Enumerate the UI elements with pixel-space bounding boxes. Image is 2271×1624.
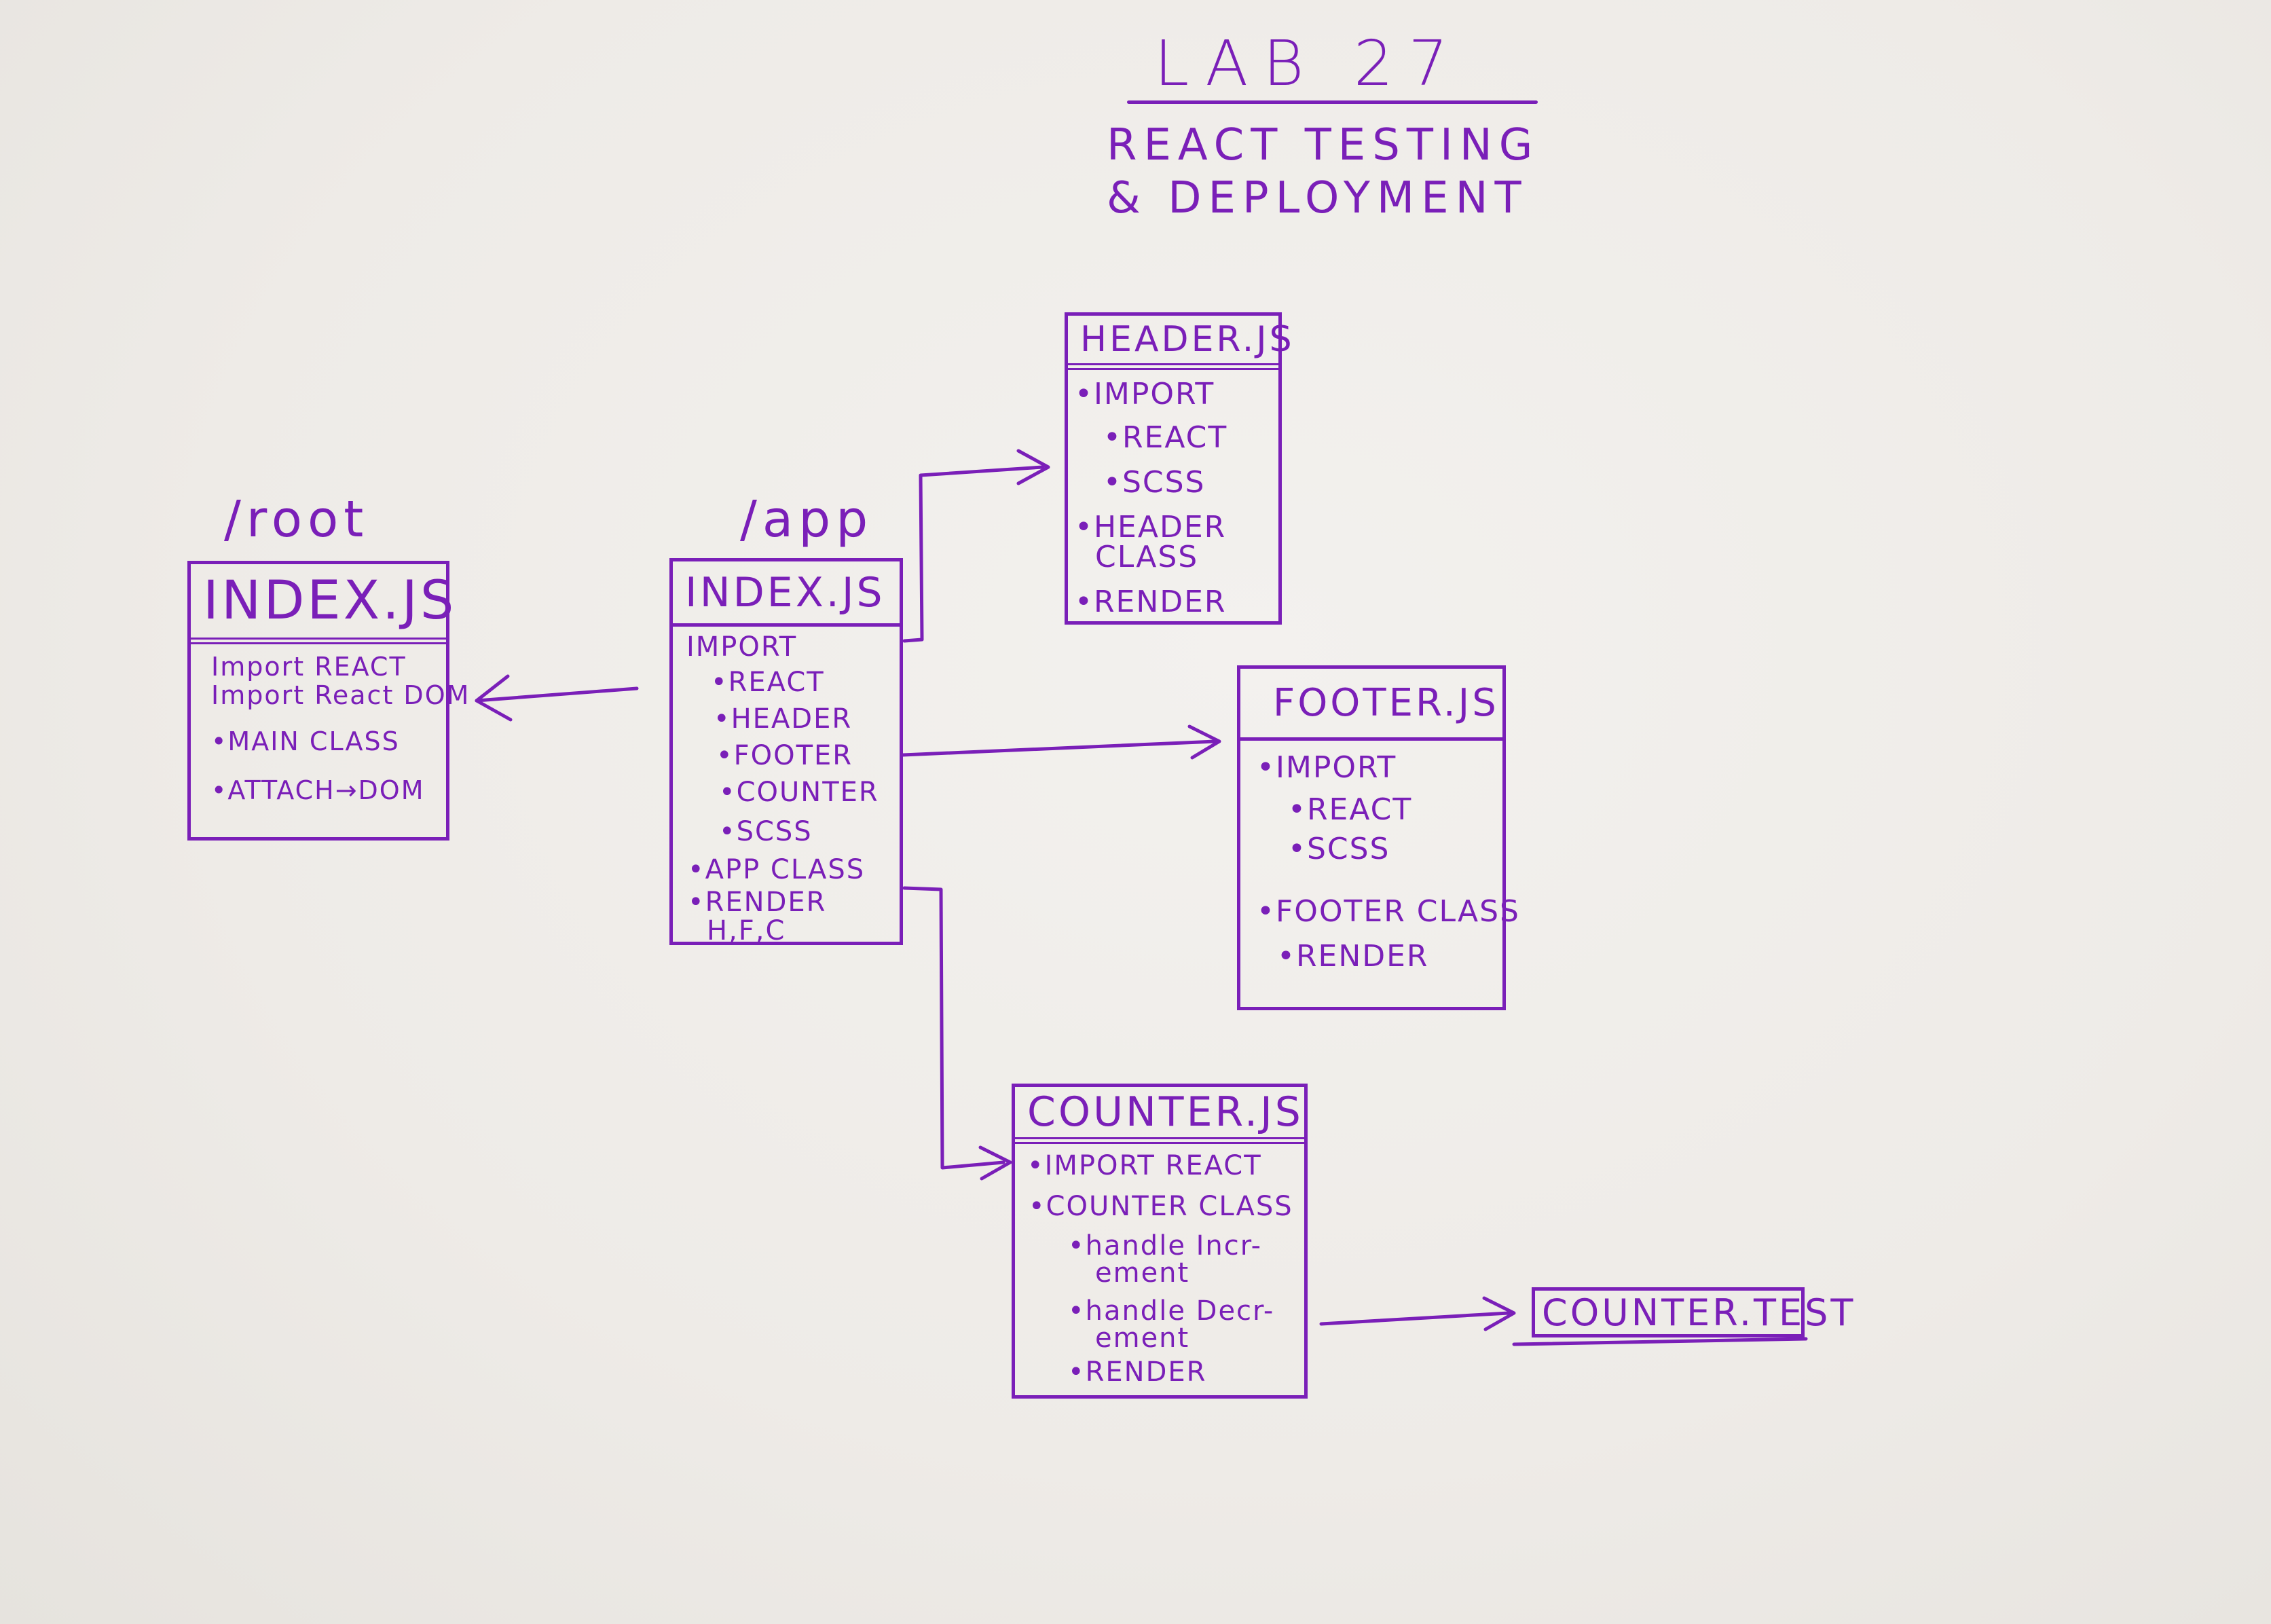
header-title: HEADER.JS	[1068, 316, 1292, 370]
list-item: •IMPORT	[1075, 377, 1215, 411]
root-index-title: INDEX.JS	[191, 564, 454, 644]
header-box: HEADER.JS •IMPORT •REACT •SCSS •HEADER C…	[1065, 312, 1292, 625]
list-item: •RENDER	[1277, 939, 1429, 974]
counter-box: COUNTER.JS •IMPORT REACT •COUNTER CLASS …	[1012, 1084, 1308, 1399]
list-item: •COUNTER	[719, 777, 879, 808]
arrowhead-test	[1482, 1296, 1516, 1331]
arrow-app-to-counter	[902, 886, 1005, 1170]
diagram-subtitle: REACT TESTING & DEPLOYMENT	[1107, 119, 1539, 225]
counter-title: COUNTER.JS	[1015, 1087, 1304, 1144]
root-folder-label: /root	[224, 490, 369, 549]
root-index-box: INDEX.JS Import REACT Import React DOM •…	[187, 561, 470, 841]
list-item: •handle Decr-	[1068, 1295, 1275, 1327]
footer-title: FOOTER.JS	[1240, 669, 1502, 741]
arrow-app-to-header	[902, 465, 1045, 643]
list-item: •handle Incr-	[1068, 1230, 1263, 1261]
list-item: Import REACT	[211, 652, 407, 682]
list-item: ement	[1095, 1257, 1190, 1289]
counter-test-box: COUNTER.TEST	[1532, 1287, 1856, 1337]
app-index-box: INDEX.JS IMPORT •REACT •HEADER •FOOTER •…	[669, 558, 903, 945]
arrow-app-to-root	[475, 686, 639, 703]
list-item: •REACT	[1288, 792, 1413, 827]
arrowhead-footer	[1187, 724, 1221, 760]
diagram-title: LAB 27	[1154, 27, 1463, 100]
arrowhead-root	[475, 674, 513, 722]
arrowhead-header	[1016, 449, 1050, 485]
arrow-app-to-footer	[901, 739, 1217, 757]
list-item: •REACT	[711, 667, 825, 698]
list-item: •IMPORT REACT	[1027, 1150, 1262, 1181]
arrow-counter-to-test	[1319, 1311, 1511, 1326]
list-item: •FOOTER	[716, 740, 853, 771]
app-index-title: INDEX.JS	[673, 561, 900, 627]
test-underline	[1512, 1337, 1808, 1346]
list-item: •REACT	[1103, 420, 1228, 455]
list-item: •COUNTER CLASS	[1029, 1191, 1293, 1222]
list-item: •ATTACH→DOM	[211, 775, 425, 805]
list-item: •RENDER	[1068, 1357, 1207, 1388]
subtitle-line: REACT TESTING	[1107, 120, 1540, 170]
arrowhead-counter	[978, 1145, 1012, 1181]
list-item: •FOOTER CLASS	[1257, 894, 1520, 929]
list-item: Import React DOM	[211, 680, 470, 710]
app-folder-label: /app	[740, 490, 874, 549]
list-item: •SCSS	[1288, 832, 1390, 866]
list-item: •HEADER	[714, 703, 853, 735]
title-underline	[1127, 100, 1538, 104]
list-item: •RENDER	[1075, 585, 1227, 619]
list-item: •SCSS	[1103, 465, 1206, 500]
list-item: CLASS	[1095, 540, 1199, 574]
footer-box: FOOTER.JS •IMPORT •REACT •SCSS •FOOTER C…	[1237, 665, 1520, 1010]
list-item: •SCSS	[719, 816, 813, 847]
list-item: •APP CLASS	[688, 854, 866, 885]
list-item: ement	[1095, 1323, 1190, 1354]
list-item: •MAIN CLASS	[211, 726, 400, 756]
list-item: •IMPORT	[1257, 750, 1397, 785]
list-item: IMPORT	[686, 631, 798, 663]
list-item: H,F,C	[707, 915, 786, 946]
subtitle-line: & DEPLOYMENT	[1107, 173, 1528, 223]
counter-test-title: COUNTER.TEST	[1542, 1291, 1856, 1334]
list-item: •RENDER	[688, 887, 827, 918]
list-item: •HEADER	[1075, 510, 1227, 545]
